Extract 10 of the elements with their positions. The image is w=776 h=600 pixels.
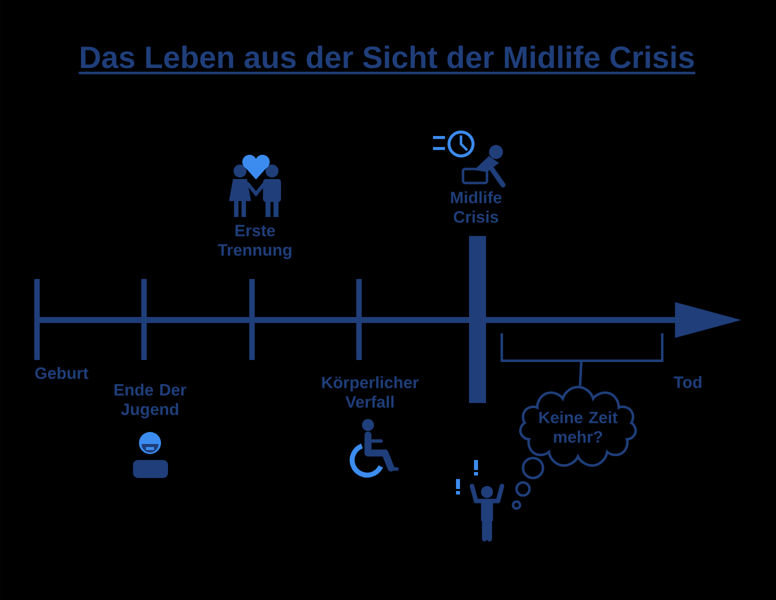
bracket [500, 333, 664, 362]
title: Das Leben aus der Sicht der Midlife Crisis [78, 46, 696, 74]
timeline-label: Körperlicher Verfall [322, 376, 419, 408]
leader-line [578, 360, 583, 386]
thought-cloud: Keine Zeit mehr? [519, 386, 637, 467]
timeline-label: Tod [674, 376, 702, 388]
timeline-label: Erste Trennung [218, 224, 292, 260]
timeline-label: Midlife Crisis [451, 191, 502, 223]
timeline-label: Ende Der Jugend [114, 384, 186, 418]
timeline-label: Geburt [35, 366, 88, 380]
